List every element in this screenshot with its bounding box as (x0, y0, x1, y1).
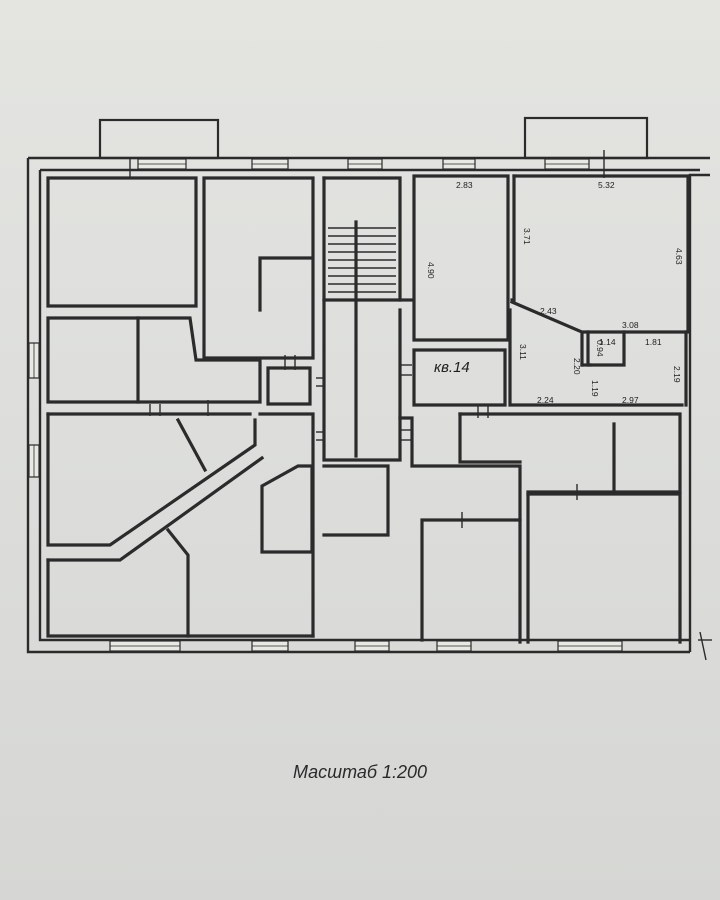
window-top-4 (442, 158, 476, 170)
dim-diagonal-wall: 2.43 (540, 306, 557, 316)
window-top-3 (347, 158, 383, 170)
outer-wall-right (688, 173, 710, 652)
window-bottom-5 (557, 640, 623, 652)
window-top-1 (137, 158, 187, 170)
window-bottom-2 (251, 640, 289, 652)
window-bottom-3 (354, 640, 390, 652)
dim-room-b-right: 4.63 (674, 248, 684, 265)
window-bottom-4 (436, 640, 472, 652)
dim-hall-bottom: 2.24 (537, 395, 554, 405)
door-marks (129, 150, 712, 661)
dim-wc-top: 1.14 (599, 337, 616, 347)
dim-room-a-height: 4.90 (426, 262, 436, 279)
dim-bath-height: 2.19 (672, 366, 682, 383)
window-top-5 (544, 158, 590, 170)
dim-small-side: 0.94 (595, 340, 605, 357)
balcony-right (523, 116, 649, 160)
dim-corridor: 3.11 (518, 344, 528, 360)
window-left-2 (28, 444, 40, 478)
window-top-2 (251, 158, 289, 170)
dim-bath-bottom: 2.97 (622, 395, 639, 405)
dim-bath-width: 1.81 (645, 337, 662, 347)
scale-caption: Масштаб 1:200 (292, 762, 428, 782)
balcony-left (98, 118, 220, 160)
dim-room-b-width: 5.32 (598, 180, 615, 190)
dim-room-b-left: 3.71 (522, 228, 532, 245)
window-left-1 (28, 342, 40, 379)
stairwell (322, 176, 414, 462)
lower-right-walls (322, 412, 682, 644)
apartment-label: кв.14 (434, 359, 470, 376)
outer-wall (26, 156, 710, 654)
apartment-14-walls (412, 174, 690, 407)
left-apartment-walls (46, 176, 315, 638)
dim-bath-top: 3.08 (622, 320, 639, 330)
window-bottom-1 (109, 640, 181, 652)
dim-wc-height: 1.19 (590, 380, 600, 397)
dim-room-a-width: 2.83 (456, 180, 473, 190)
dim-hall-height: 2.20 (572, 358, 582, 375)
